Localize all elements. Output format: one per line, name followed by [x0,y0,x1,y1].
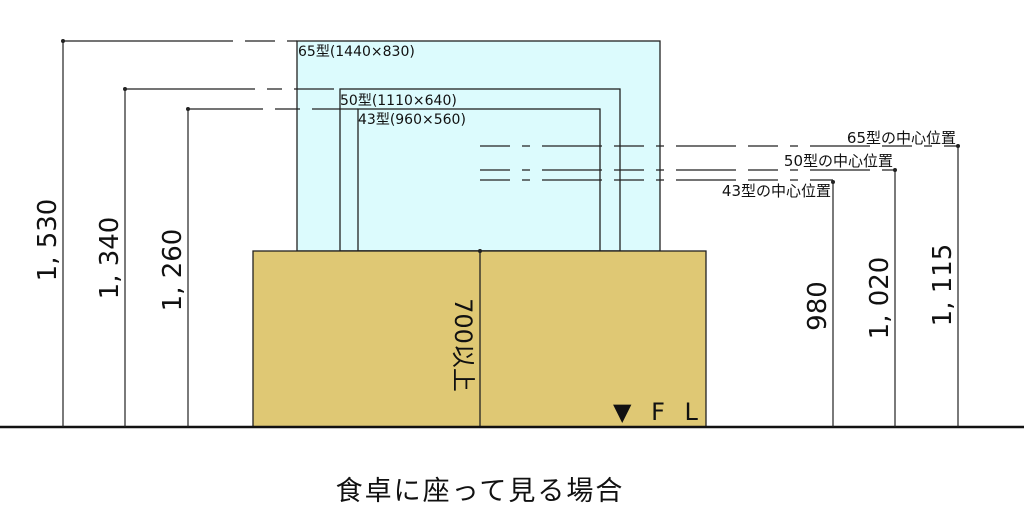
tv-50-center-label: 50型の中心位置 [784,152,893,170]
floor-level-label: ▼ F L [613,398,704,426]
left-dimension-lines [62,40,358,427]
diagram-caption: 食卓に座って見る場合 [336,476,625,507]
tv-65-height-dim: 1, 530 [33,199,63,282]
tv-65-label: 65型(1440×830) [298,44,415,60]
tv-65-center-label: 65型の中心位置 [847,129,956,147]
table-height-label: 700以上 [449,298,477,392]
tv-43-label: 43型(960×560) [358,112,466,128]
tv-43-center-label: 43型の中心位置 [722,182,831,200]
tv-65-outline [296,40,661,252]
tv-50-center-dim: 1, 020 [865,257,895,340]
right-dimension-lines [480,145,959,427]
tv-50-height-dim: 1, 340 [95,217,125,300]
tv-50-label: 50型(1110×640) [340,93,457,109]
tv-43-center-dim: 980 [803,281,833,331]
tv-43-height-dim: 1, 260 [158,229,188,312]
tv-65-center-dim: 1, 115 [928,244,958,327]
